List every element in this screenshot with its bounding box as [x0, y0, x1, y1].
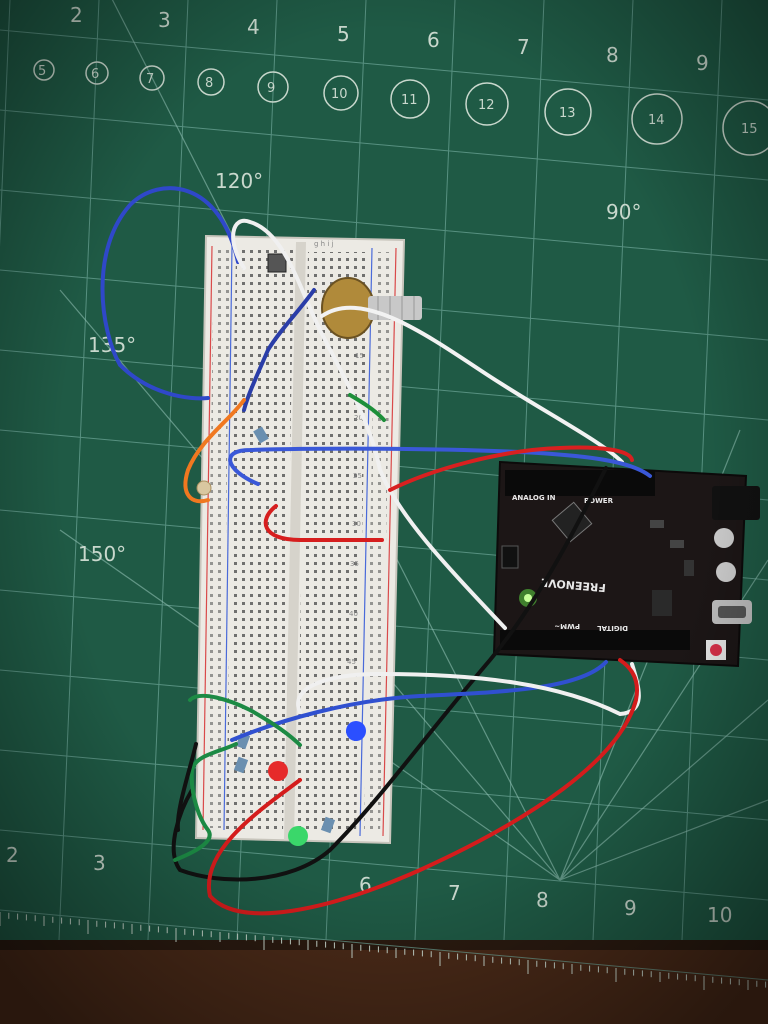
circle-num: 13 [559, 106, 576, 121]
analog-in-label: ANALOG IN [512, 494, 556, 502]
ruler-num: 3 [93, 851, 106, 875]
circle-num: 10 [331, 87, 348, 102]
ruler-num: 8 [536, 888, 549, 912]
circle-num: 9 [267, 81, 275, 96]
ruler-num: 7 [517, 35, 530, 59]
ruler-num: 6 [427, 28, 440, 52]
circle-num: 8 [205, 76, 213, 91]
ruler-num: 8 [606, 43, 619, 67]
digital-label: DIGITAL [597, 624, 628, 632]
circle-num: 6 [91, 67, 99, 82]
row-number: 40 [349, 610, 358, 618]
red-led [268, 761, 288, 781]
column-letters: g h i j [314, 240, 334, 248]
ruler-num: 9 [624, 896, 637, 920]
pwm-label: PWM~ [554, 622, 580, 630]
row-number: 45 [347, 658, 356, 666]
angle-label: 120° [215, 169, 263, 193]
circle-num: 5 [38, 64, 46, 79]
wooden-table [0, 945, 768, 1024]
circle-num: 15 [741, 122, 758, 137]
push-button [267, 253, 287, 273]
circle-num: 7 [146, 72, 154, 87]
ruler-num: 9 [696, 51, 709, 75]
ruler-num: 3 [158, 8, 171, 32]
ruler-num: 2 [70, 3, 83, 27]
circle-num: 11 [401, 93, 418, 108]
blue-led [346, 721, 366, 741]
photoresistor [196, 480, 212, 496]
row-number: 30 [352, 520, 361, 528]
circle-num: 14 [648, 113, 665, 128]
ruler-num: 2 [6, 843, 19, 867]
row-number: 35 [350, 560, 359, 568]
angle-label: 90° [606, 200, 641, 224]
ruler-num: 5 [337, 22, 350, 46]
row-number: 25 [353, 472, 362, 480]
arduino-board: ANALOG IN POWER DIGITAL PWM~ FREENOVE [492, 460, 760, 668]
ruler-num: 10 [707, 903, 732, 927]
circle-num: 12 [478, 98, 495, 113]
angle-label: 150° [78, 542, 126, 566]
row-number: 15 [355, 352, 364, 360]
ruler-num: 7 [448, 881, 461, 905]
green-led [288, 826, 308, 846]
ruler-num: 4 [247, 15, 260, 39]
